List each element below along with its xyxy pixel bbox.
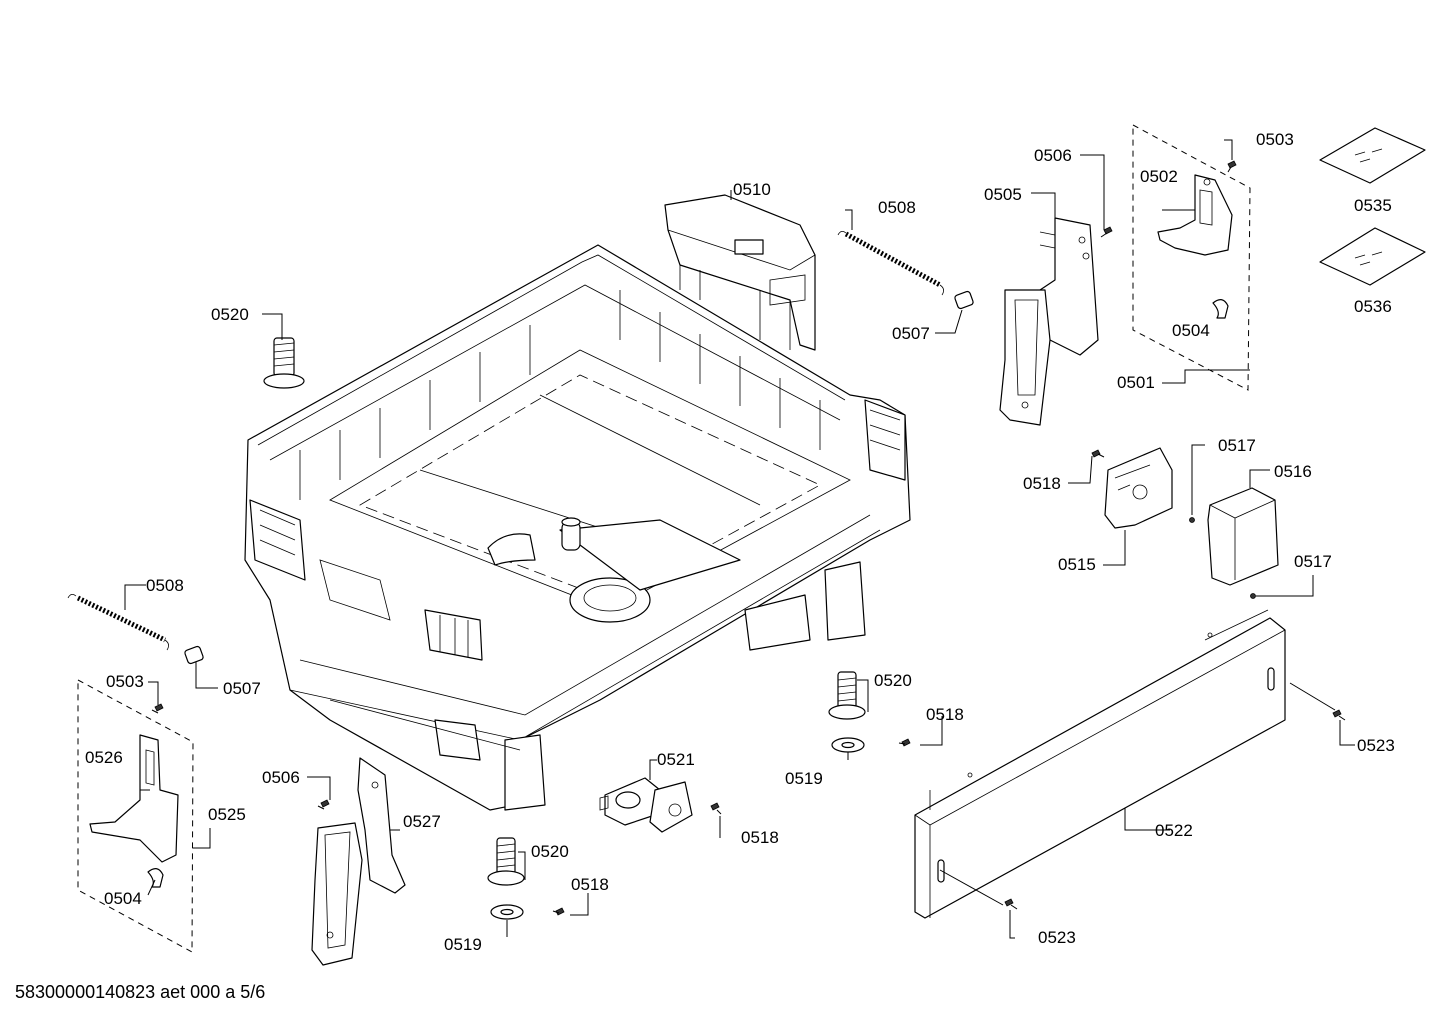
label-0523-bottom: 0523: [1038, 928, 1076, 947]
label-0517-lower: 0517: [1294, 552, 1332, 571]
label-0536: 0536: [1354, 297, 1392, 316]
part-0522-toe-kick: [914, 609, 1286, 919]
part-0520-foot-bottom: [487, 837, 525, 886]
part-0520-foot-middle: [828, 671, 866, 720]
label-0502: 0502: [1140, 167, 1178, 186]
part-0515-bracket: [1104, 447, 1173, 529]
label-0520-middle: 0520: [874, 671, 912, 690]
label-0518-right: 0518: [1023, 474, 1061, 493]
label-0506-left: 0506: [262, 768, 300, 787]
part-0507-bushing-left: [184, 645, 204, 665]
part-0507-bushing-right: [954, 290, 974, 310]
part-0510-housing: [664, 194, 816, 351]
base-tub-assembly: [244, 244, 911, 811]
label-0501: 0501: [1117, 373, 1155, 392]
label-0520-bottom: 0520: [531, 842, 569, 861]
label-0520-top: 0520: [211, 305, 249, 324]
label-0518-valve: 0518: [741, 828, 779, 847]
label-0503-left: 0503: [106, 672, 144, 691]
part-0508-spring-right: [837, 231, 944, 296]
part-0508-spring-left: [67, 594, 169, 651]
label-0504-top: 0504: [1172, 321, 1210, 340]
label-0523-right: 0523: [1357, 736, 1395, 755]
label-0519-middle: 0519: [785, 769, 823, 788]
label-0515: 0515: [1058, 555, 1096, 574]
label-0506-top: 0506: [1034, 146, 1072, 165]
label-0518-middle: 0518: [926, 705, 964, 724]
label-0522: 0522: [1155, 821, 1193, 840]
part-0536-screw-bag: [1319, 227, 1426, 286]
label-0519-bottom: 0519: [444, 935, 482, 954]
part-0516-cover: [1207, 487, 1279, 586]
part-0535-screw-bag: [1319, 127, 1426, 184]
screws: [151, 160, 1346, 916]
label-0505: 0505: [984, 185, 1022, 204]
part-0505-hinge-bracket: [999, 217, 1099, 426]
leader-lines: [124, 139, 1355, 939]
label-0526: 0526: [85, 748, 123, 767]
label-0507-left: 0507: [223, 679, 261, 698]
label-0517-top: 0517: [1218, 436, 1256, 455]
part-0519-washer-bottom: [490, 904, 524, 920]
part-0519-washer-middle: [831, 737, 865, 753]
label-0504-left: 0504: [104, 889, 142, 908]
label-0510: 0510: [733, 180, 771, 199]
part-0521-valve: [599, 777, 693, 833]
label-0525: 0525: [208, 805, 246, 824]
label-0527: 0527: [403, 812, 441, 831]
label-0503-top: 0503: [1256, 130, 1294, 149]
label-0516: 0516: [1274, 462, 1312, 481]
label-0518-bottom: 0518: [571, 875, 609, 894]
part-0525-hinge-assembly: [77, 679, 194, 953]
part-labels: 0510 0508 0520 0507 0506 0505 0502 0503 …: [85, 130, 1395, 954]
label-0507-top: 0507: [892, 324, 930, 343]
part-0520-foot-top: [263, 337, 305, 389]
part-0501-hinge-assembly: [1132, 124, 1251, 391]
label-0508-left: 0508: [146, 576, 184, 595]
label-0521: 0521: [657, 750, 695, 769]
label-0535: 0535: [1354, 196, 1392, 215]
label-0508-top: 0508: [878, 198, 916, 217]
footer-code: 58300000140823 aet 000 a 5/6: [15, 982, 265, 1002]
part-0527-hinge-bracket: [311, 757, 406, 966]
